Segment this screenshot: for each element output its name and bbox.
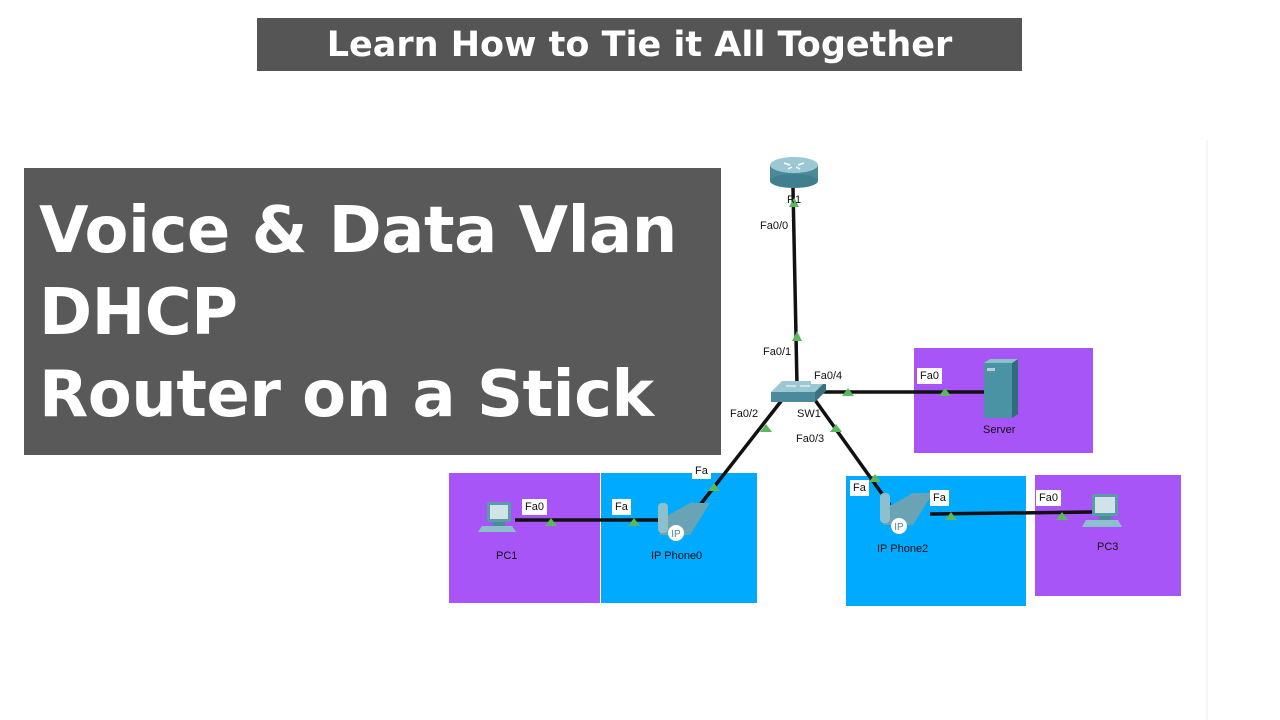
phone2-label: IP Phone2 [877, 543, 929, 555]
port-label: Fa0/2 [730, 408, 759, 420]
link-up-icon [708, 483, 720, 491]
link-sw1-phone2 [813, 398, 892, 507]
link-up-icon [830, 424, 842, 432]
ip-phone-icon[interactable]: IP [658, 503, 710, 541]
links [515, 187, 1093, 522]
router-label: R1 [787, 194, 802, 206]
ip-badge: IP [894, 522, 904, 533]
link-up-icon [545, 518, 557, 526]
router-icon[interactable] [770, 157, 818, 188]
title-line-2: DHCP [39, 276, 238, 350]
server-label: Server [983, 424, 1016, 436]
link-up-icon [760, 424, 772, 432]
link-up-icon [945, 512, 957, 520]
switch-label: SW1 [797, 408, 821, 420]
link-up-icon [869, 474, 881, 482]
port-label: Fa [612, 499, 631, 515]
title-line-3: Router on a Stick [39, 358, 654, 432]
title-box: Voice & Data Vlan DHCP Router on a Stick [24, 168, 721, 455]
port-label: Fa0/0 [760, 220, 789, 232]
port-label: Fa0 [522, 499, 547, 515]
server-icon[interactable] [984, 359, 1018, 418]
link-up-icon [792, 331, 802, 341]
ip-badge: IP [671, 529, 681, 540]
switch-icon[interactable] [771, 381, 826, 402]
pc1-data-vlan-zone [449, 473, 600, 603]
port-label: Fa [930, 490, 949, 506]
link-status-indicators [545, 197, 1068, 526]
pc1-label: PC1 [496, 550, 518, 562]
link-up-icon [628, 518, 640, 526]
port-label: Fa0/3 [796, 433, 825, 445]
pc3-label: PC3 [1097, 541, 1119, 553]
port-label: Fa0 [1036, 490, 1061, 506]
link-phone2-pc3 [929, 510, 1093, 516]
port-label: Fa0/4 [811, 368, 846, 384]
title-line-1: Voice & Data Vlan [39, 194, 677, 268]
ip-phone-icon[interactable]: IP [880, 493, 933, 534]
port-label: Fa0/1 [763, 346, 792, 358]
link-up-icon [842, 388, 854, 396]
link-r1-sw1 [791, 187, 799, 386]
port-label: Fa [850, 480, 869, 496]
link-up-icon [789, 197, 799, 207]
link-up-icon [1056, 512, 1068, 520]
port-label: Fa0 [917, 368, 942, 384]
port-label: Fa [692, 463, 711, 479]
pc-icon[interactable] [1082, 494, 1122, 527]
phone0-label: IP Phone0 [651, 550, 703, 562]
pc-icon[interactable] [478, 502, 516, 532]
banner-title: Learn How to Tie it All Together [257, 18, 1022, 71]
link-up-icon [939, 388, 951, 396]
